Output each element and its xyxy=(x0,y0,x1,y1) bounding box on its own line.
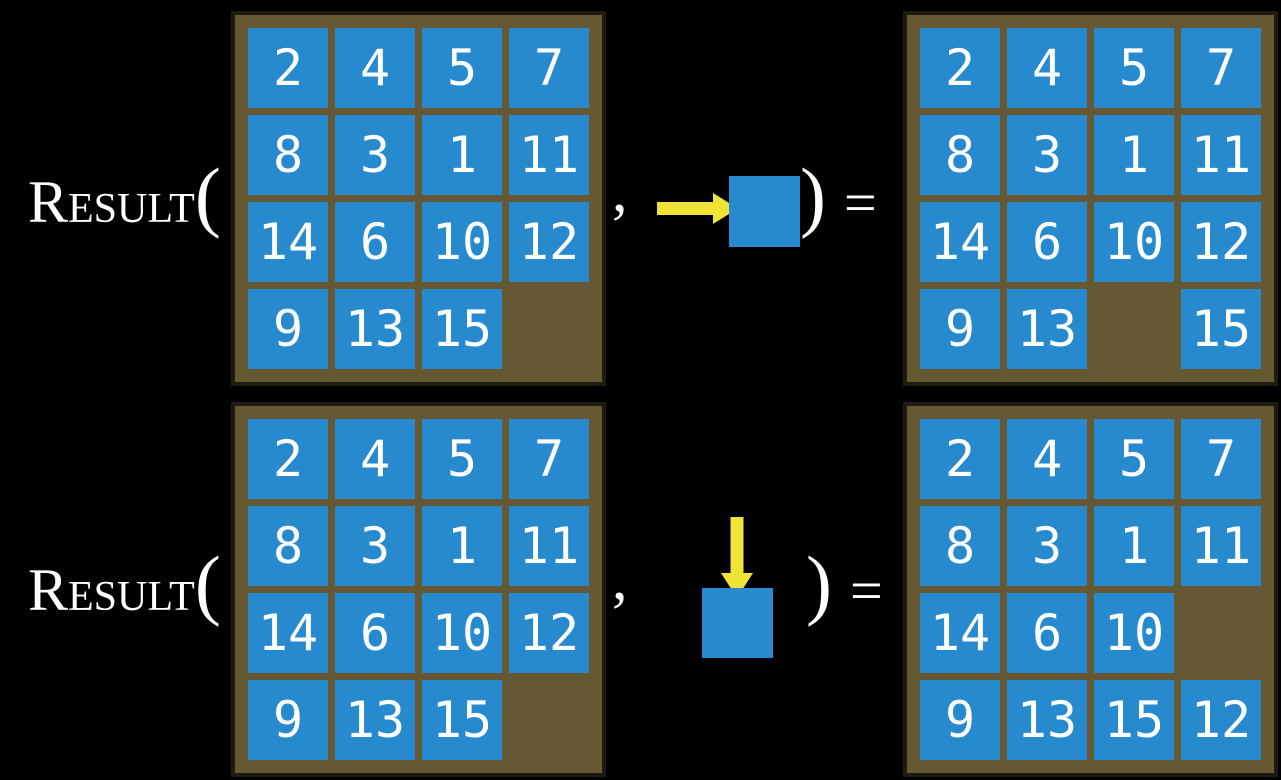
comma-separator: , xyxy=(612,157,628,225)
puzzle-tile: 3 xyxy=(335,506,415,586)
puzzle-tile: 15 xyxy=(422,289,502,369)
puzzle-tile: 5 xyxy=(422,28,502,108)
empty-cell xyxy=(509,680,589,760)
puzzle-tile: 9 xyxy=(248,289,328,369)
puzzle-tile: 10 xyxy=(422,202,502,282)
right-arrow-icon xyxy=(657,193,738,224)
puzzle-tile: 10 xyxy=(1094,593,1174,673)
puzzle-tile: 13 xyxy=(335,680,415,760)
empty-cell xyxy=(1094,289,1174,369)
puzzle-tile: 12 xyxy=(509,593,589,673)
puzzle-tile: 8 xyxy=(248,115,328,195)
puzzle-tile: 2 xyxy=(248,28,328,108)
puzzle-tile: 9 xyxy=(920,289,1000,369)
puzzle-tile: 4 xyxy=(1007,419,1087,499)
close-paren: ) xyxy=(806,540,832,627)
puzzle-tile: 6 xyxy=(335,593,415,673)
puzzle-tile: 14 xyxy=(920,202,1000,282)
puzzle-tile: 11 xyxy=(1181,115,1261,195)
puzzle-tile: 11 xyxy=(509,506,589,586)
puzzle-tile: 5 xyxy=(1094,419,1174,499)
down-arrow-icon xyxy=(721,517,753,598)
puzzle-tile: 7 xyxy=(1181,28,1261,108)
puzzle-tile: 1 xyxy=(422,506,502,586)
puzzle-tile: 6 xyxy=(1007,593,1087,673)
result-function-label: Result( xyxy=(28,539,221,629)
result-function-label: Result( xyxy=(28,151,221,241)
puzzle-tile: 15 xyxy=(1181,289,1261,369)
puzzle-tile: 6 xyxy=(1007,202,1087,282)
close-paren-equals: ) = xyxy=(806,539,883,629)
equals-sign: = xyxy=(843,170,877,235)
puzzle-tile: 5 xyxy=(422,419,502,499)
puzzle-tile: 12 xyxy=(1181,680,1261,760)
empty-cell xyxy=(1181,593,1261,673)
puzzle-tile: 8 xyxy=(920,115,1000,195)
comma-separator: , xyxy=(612,545,628,613)
puzzle-tile: 13 xyxy=(335,289,415,369)
puzzle-tile: 14 xyxy=(920,593,1000,673)
puzzle-tile: 13 xyxy=(1007,680,1087,760)
puzzle-tile: 15 xyxy=(422,680,502,760)
empty-cell xyxy=(509,289,589,369)
puzzle-tile: 14 xyxy=(248,202,328,282)
puzzle-tile: 1 xyxy=(1094,506,1174,586)
puzzle-tile: 12 xyxy=(509,202,589,282)
open-paren: ( xyxy=(194,152,221,239)
puzzle-tile: 3 xyxy=(1007,506,1087,586)
puzzle-tile: 2 xyxy=(248,419,328,499)
puzzle-tile: 7 xyxy=(1181,419,1261,499)
puzzle-tile: 5 xyxy=(1094,28,1174,108)
puzzle-tile: 8 xyxy=(920,506,1000,586)
puzzle-tile: 14 xyxy=(248,593,328,673)
puzzle-tile: 10 xyxy=(422,593,502,673)
puzzle-tile: 15 xyxy=(1094,680,1174,760)
puzzle-tile: 4 xyxy=(335,419,415,499)
moved-tile-operand xyxy=(729,176,800,247)
puzzle-tile: 7 xyxy=(509,28,589,108)
close-paren: ) xyxy=(800,152,826,239)
puzzle-tile: 6 xyxy=(335,202,415,282)
puzzle-tile: 9 xyxy=(920,680,1000,760)
puzzle-tile: 7 xyxy=(509,419,589,499)
puzzle-tile: 13 xyxy=(1007,289,1087,369)
puzzle-tile: 2 xyxy=(920,28,1000,108)
puzzle-tile: 1 xyxy=(1094,115,1174,195)
puzzle-tile: 1 xyxy=(422,115,502,195)
puzzle-tile: 11 xyxy=(509,115,589,195)
puzzle-tile: 8 xyxy=(248,506,328,586)
close-paren-equals: ) = xyxy=(800,151,877,241)
puzzle-tile: 11 xyxy=(1181,506,1261,586)
puzzle-tile: 12 xyxy=(1181,202,1261,282)
puzzle-tile: 9 xyxy=(248,680,328,760)
puzzle-tile: 10 xyxy=(1094,202,1174,282)
equals-sign: = xyxy=(849,558,883,623)
moved-tile-operand xyxy=(702,588,773,658)
puzzle-tile: 4 xyxy=(335,28,415,108)
function-name: Result xyxy=(28,557,195,623)
puzzle-tile: 4 xyxy=(1007,28,1087,108)
puzzle-tile: 3 xyxy=(1007,115,1087,195)
puzzle-tile: 2 xyxy=(920,419,1000,499)
open-paren: ( xyxy=(194,540,221,627)
puzzle-tile: 3 xyxy=(335,115,415,195)
function-name: Result xyxy=(28,169,195,235)
